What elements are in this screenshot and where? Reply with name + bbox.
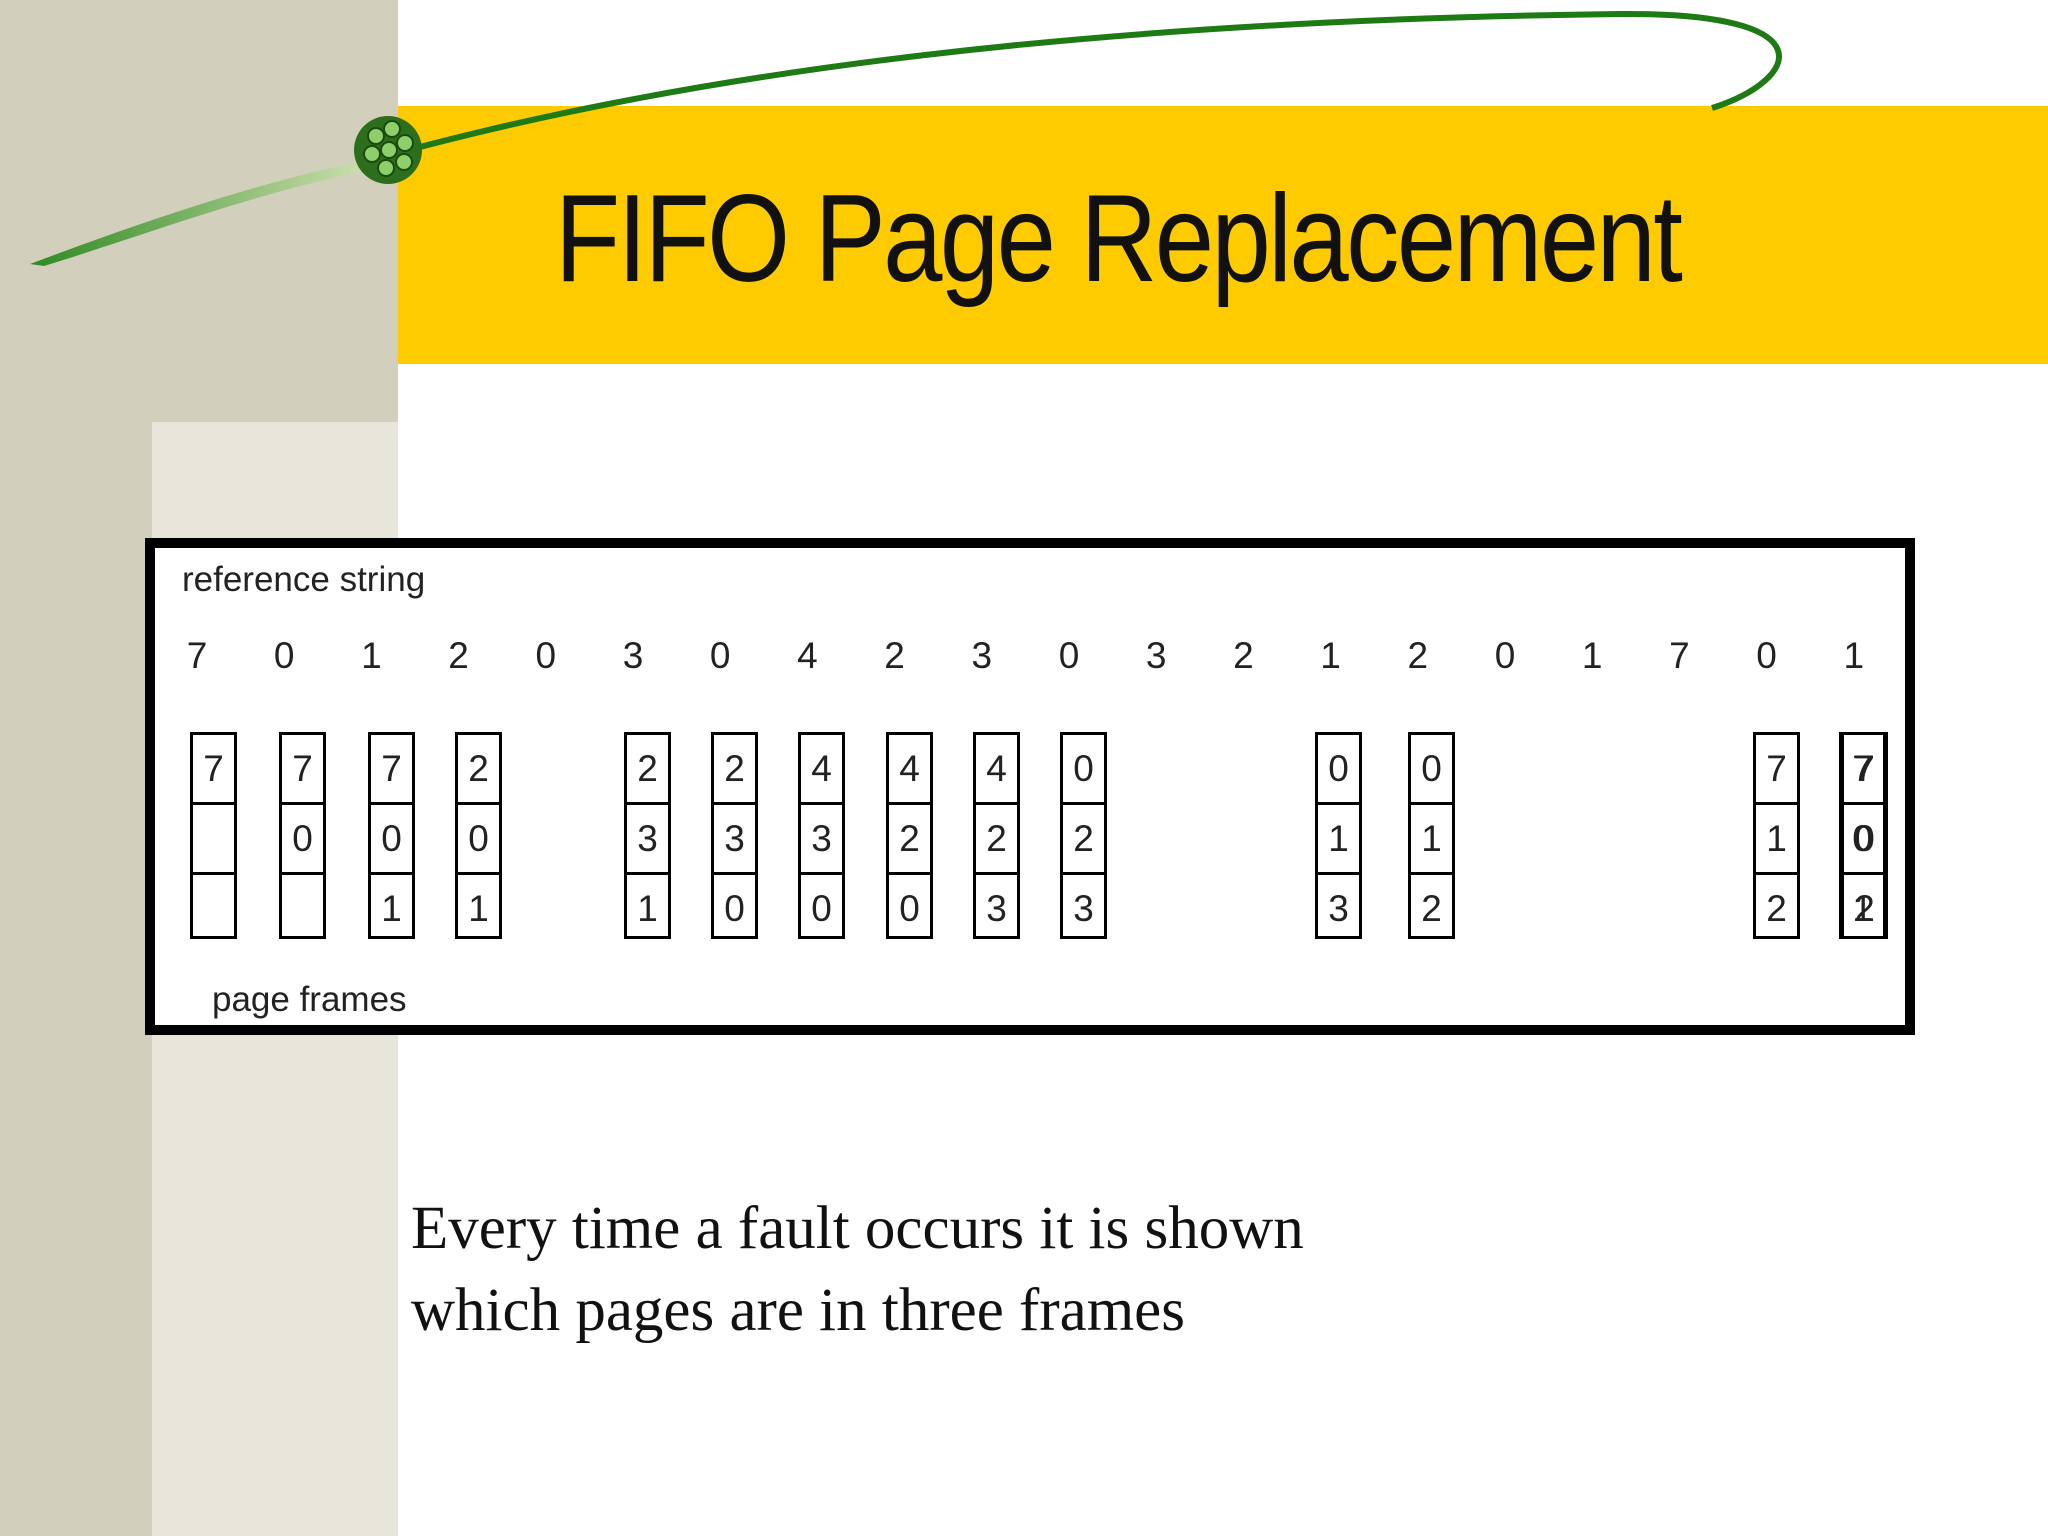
reference-number: 0: [1494, 635, 1516, 676]
frame-cell: 2: [1766, 888, 1787, 929]
frame-cell: 1: [1411, 805, 1452, 875]
frame-cell: 1: [1318, 805, 1359, 875]
frame-cell: 7: [371, 735, 412, 805]
frame-cell: 4: [889, 735, 930, 805]
reference-number: 3: [1145, 635, 1167, 676]
frame-cell: 0: [458, 805, 499, 875]
frame-cell: 0: [1318, 735, 1359, 805]
frame-cell: 7: [1842, 735, 1883, 805]
frame-cell: 3: [986, 888, 1007, 929]
reference-number: 4: [797, 635, 818, 676]
frame-cell: 1: [1852, 888, 1873, 929]
reference-number: 2: [884, 635, 905, 676]
caption-line-1: Every time a fault occurs it is shown: [411, 1195, 1304, 1262]
swoosh-arc: [389, 10, 1782, 158]
frame-cell: 3: [801, 805, 842, 875]
reference-number: 2: [1233, 635, 1254, 676]
frame-cell: 2: [458, 735, 499, 805]
reference-number: 0: [273, 635, 295, 676]
page-frames-label: page frames: [212, 980, 407, 1019]
frame-cell: 7: [282, 735, 323, 805]
frame-cell: 7: [1756, 735, 1797, 805]
frame-cell: 2: [714, 735, 755, 805]
reference-number: 1: [1320, 635, 1341, 676]
frame-cell: [282, 875, 323, 942]
frame-cell: 1: [637, 888, 658, 929]
frame-cell: 3: [1328, 888, 1349, 929]
swoosh-tail: [30, 160, 372, 266]
frame-cell: 0: [1063, 735, 1104, 805]
reference-number: 0: [1058, 635, 1080, 676]
reference-number: 7: [1669, 635, 1690, 676]
frame-cell: 0: [899, 888, 920, 929]
swoosh-decoration: [30, 10, 1782, 266]
frame-cell: 2: [1854, 888, 1875, 929]
slide-title: FIFO Page Replacement: [555, 170, 1683, 308]
caption: Every time a fault occurs it is shown wh…: [411, 1188, 1511, 1352]
reference-number: 3: [971, 635, 993, 676]
reference-number: 1: [1581, 635, 1603, 676]
frame-cell: 2: [1063, 805, 1104, 875]
caption-line-2: which pages are in three frames: [411, 1277, 1185, 1344]
reference-number: 2: [1407, 635, 1429, 676]
frame-cell: 3: [627, 805, 668, 875]
frame-cell: 3: [714, 805, 755, 875]
frame-cell: [193, 805, 234, 875]
frame-cell: 2: [889, 805, 930, 875]
reference-number: 1: [361, 635, 382, 676]
reference-number: 7: [186, 635, 208, 676]
frame-cell: 4: [801, 735, 842, 805]
frame-cell: 1: [1756, 805, 1797, 875]
reference-string-label: reference string: [182, 560, 426, 599]
frame-cell: 2: [976, 805, 1017, 875]
frame-cell: 4: [976, 735, 1017, 805]
frame-cell: [193, 875, 234, 942]
frame-cell: 0: [811, 888, 832, 929]
frame-column: 7: [190, 732, 237, 939]
frame-cell: 2: [1421, 888, 1442, 929]
frame-cell: 0: [371, 805, 412, 875]
frame-cell: 0: [724, 888, 745, 929]
reference-number: 0: [1756, 635, 1777, 676]
title-bar: [398, 106, 2048, 364]
frame-cell: 3: [1073, 888, 1094, 929]
reference-number: 1: [1843, 635, 1865, 676]
frame-cell: 1: [381, 888, 402, 929]
frame-cell: 0: [1411, 735, 1452, 805]
network-node-icon: [354, 116, 422, 184]
frame-cell: 1: [468, 888, 489, 929]
frame-cell: 7: [193, 735, 234, 805]
frame-cell: 2: [627, 735, 668, 805]
frame-cell: 0: [282, 805, 323, 875]
reference-number: 0: [535, 635, 557, 676]
reference-number: 0: [709, 635, 731, 676]
reference-number: 2: [448, 635, 469, 676]
frame-cell: 0: [1842, 805, 1883, 875]
reference-number: 3: [622, 635, 644, 676]
